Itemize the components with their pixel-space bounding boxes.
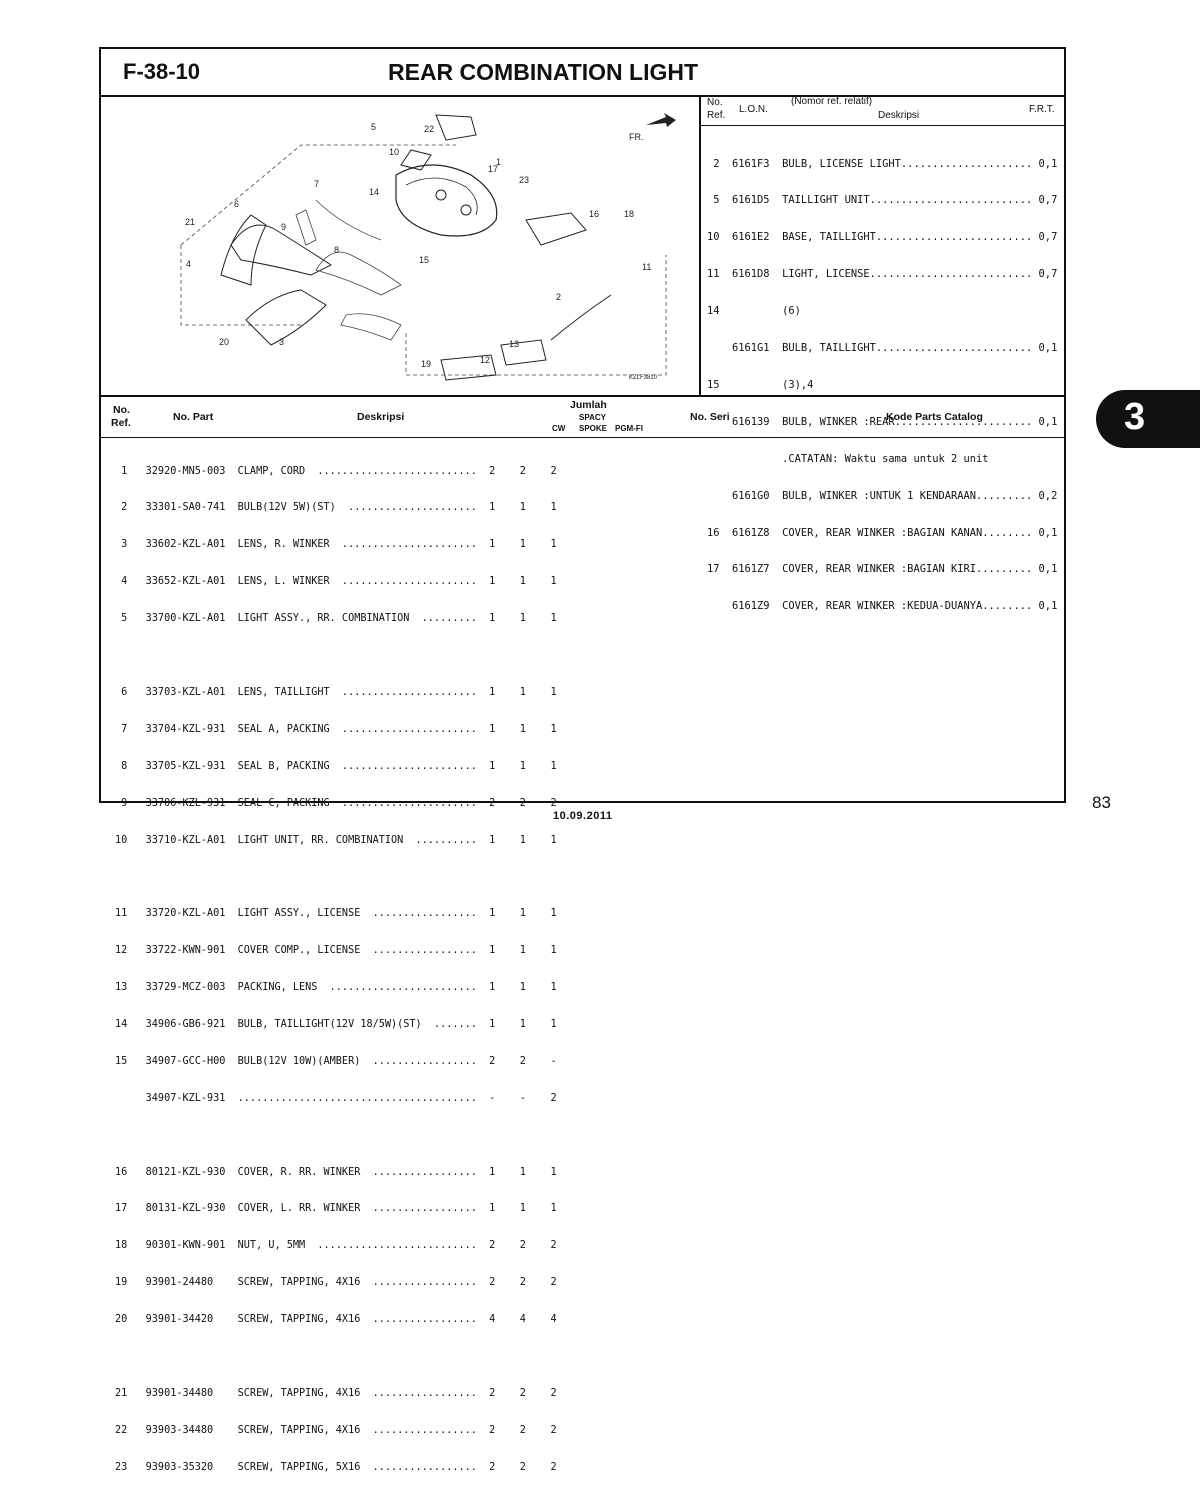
- callout-13: 13: [509, 339, 519, 349]
- callout-10: 10: [389, 147, 399, 157]
- parts-row: 15 34907-GCC-H00 BULB(12V 10W)(AMBER) ..…: [115, 1055, 557, 1067]
- callout-1: 1: [496, 157, 501, 167]
- frt-header-nomor: (Nomor ref. relatif): [791, 96, 873, 107]
- parts-row: 17 80131-KZL-930 COVER, L. RR. WINKER ..…: [115, 1203, 557, 1215]
- parts-row: 7 33704-KZL-931 SEAL A, PACKING ........…: [115, 723, 557, 735]
- parts-row: 22 93903-34480 SCREW, TAPPING, 4X16 ....…: [115, 1424, 557, 1436]
- parts-row: 3 33602-KZL-A01 LENS, R. WINKER ........…: [115, 539, 557, 551]
- parts-row: 13 33729-MCZ-003 PACKING, LENS .........…: [115, 982, 557, 994]
- parts-row: 5 33700-KZL-A01 LIGHT ASSY., RR. COMBINA…: [115, 613, 557, 625]
- parts-row: 16 80121-KZL-930 COVER, R. RR. WINKER ..…: [115, 1166, 557, 1178]
- parts-header-cw: CW: [552, 424, 566, 433]
- parts-row: 12 33722-KWN-901 COVER COMP., LICENSE ..…: [115, 945, 557, 957]
- parts-row: 14 34906-GB6-921 BULB, TAILLIGHT(12V 18/…: [115, 1018, 557, 1030]
- page-title: REAR COMBINATION LIGHT: [388, 59, 699, 85]
- parts-header-no: No.: [113, 404, 130, 416]
- figure-code: F-38-10: [123, 59, 201, 84]
- parts-header-deskripsi: Deskripsi: [357, 411, 405, 423]
- frt-line: 616139 BULB, WINKER :REAR...............…: [707, 415, 1058, 428]
- callout-22: 22: [424, 124, 434, 134]
- callout-18: 18: [624, 209, 634, 219]
- frt-table: No. Ref. L.O.N. (Nomor ref. relatif) Des…: [701, 95, 1064, 612]
- parts-row-gap: [115, 1130, 557, 1142]
- callout-2: 2: [556, 292, 561, 302]
- parts-row: 34907-KZL-931 ..........................…: [115, 1092, 557, 1104]
- callout-19: 19: [421, 359, 431, 369]
- exploded-diagram-drawing: FR. 1 2 3 4 5 6 7 8 9 10 11 12 13 14 15 …: [180, 113, 676, 381]
- frt-lines: 2 6161F3 BULB, LICENSE LIGHT............…: [707, 133, 1057, 637]
- parts-header-spoke: SPOKE: [579, 424, 608, 433]
- parts-header-jumlah: Jumlah: [570, 399, 607, 411]
- publication-date: 10.09.2011: [553, 810, 613, 822]
- callout-9: 9: [281, 222, 286, 232]
- parts-table-header: No. Ref. No. Part Deskripsi Jumlah SPACY…: [101, 395, 1064, 438]
- page-number: 83: [1092, 793, 1111, 812]
- callout-8: 8: [334, 245, 339, 255]
- title-row: F-38-10 REAR COMBINATION LIGHT: [101, 49, 1064, 97]
- parts-header-spacy: SPACY: [579, 413, 606, 422]
- parts-row: 10 33710-KZL-A01 LIGHT UNIT, RR. COMBINA…: [115, 834, 557, 846]
- frt-line: 5 6161D5 TAILLIGHT UNIT.................…: [707, 194, 1058, 207]
- frt-header-ref: Ref.: [707, 110, 726, 121]
- frt-line: 11 6161D8 LIGHT, LICENSE................…: [707, 268, 1058, 281]
- frt-header-frt: F.R.T.: [1029, 104, 1055, 115]
- callout-17: 17: [488, 164, 498, 174]
- callout-21: 21: [185, 217, 195, 227]
- parts-row: 8 33705-KZL-931 SEAL B, PACKING ........…: [115, 760, 557, 772]
- callout-15: 15: [419, 255, 429, 265]
- callout-3: 3: [279, 337, 284, 347]
- parts-row: 20 93901-34420 SCREW, TAPPING, 4X16 ....…: [115, 1314, 557, 1326]
- fr-direction-label: FR.: [629, 132, 644, 142]
- parts-row: 2 33301-SA0-741 BULB(12V 5W)(ST) .......…: [115, 502, 557, 514]
- callout-12: 12: [480, 355, 490, 365]
- callout-14: 14: [369, 187, 379, 197]
- frt-line: 6161Z9 COVER, REAR WINKER :KEDUA-DUANYA.…: [707, 600, 1058, 613]
- frt-line: 15 (3),4: [707, 378, 814, 391]
- parts-row: 23 93903-35320 SCREW, TAPPING, 5X16 ....…: [115, 1461, 557, 1473]
- frt-header-deskripsi: Deskripsi: [878, 110, 920, 121]
- parts-row: 4 33652-KZL-A01 LENS, L. WINKER ........…: [115, 576, 557, 588]
- callout-23: 23: [519, 175, 529, 185]
- frt-line: 17 6161Z7 COVER, REAR WINKER :BAGIAN KIR…: [707, 563, 1058, 576]
- callout-7: 7: [314, 179, 319, 189]
- frt-line: 6161G0 BULB, WINKER :UNTUK 1 KENDARAAN..…: [707, 489, 1058, 502]
- parts-header-ref: Ref.: [111, 417, 131, 429]
- frt-line: 6161G1 BULB, TAILLIGHT..................…: [707, 342, 1058, 355]
- callout-5: 5: [371, 122, 376, 132]
- callout-11: 11: [642, 262, 651, 272]
- frt-line: 10 6161E2 BASE, TAILLIGHT...............…: [707, 231, 1058, 244]
- catalog-frame: F-38-10 REAR COMBINATION LIGHT: [99, 47, 1066, 1473]
- frt-line: .CATATAN: Waktu sama untuk 2 unit: [707, 452, 989, 465]
- callout-6: 6: [234, 199, 239, 209]
- parts-header-pgmfi: PGM-FI: [615, 424, 643, 433]
- parts-row: 9 33706-KZL-931 SEAL C, PACKING ........…: [115, 797, 557, 809]
- parts-row: 21 93901-34480 SCREW, TAPPING, 4X16 ....…: [115, 1387, 557, 1399]
- frt-line: 2 6161F3 BULB, LICENSE LIGHT............…: [707, 157, 1058, 170]
- parts-row: 11 33720-KZL-A01 LIGHT ASSY., LICENSE ..…: [115, 908, 557, 920]
- frt-line: 14 (6): [707, 305, 801, 318]
- parts-table-body: 1 32920-MN5-003 CLAMP, CORD ............…: [115, 441, 557, 1499]
- parts-row-gap: [115, 650, 557, 662]
- frt-header: No. Ref. L.O.N. (Nomor ref. relatif) Des…: [701, 95, 1064, 126]
- frt-header-no: No.: [707, 97, 723, 108]
- parts-header-catalog: Kode Parts Catalog: [886, 411, 983, 423]
- diagram-code: KZLF3810: [629, 375, 658, 381]
- parts-header-seri: No. Seri: [690, 411, 730, 423]
- parts-row: 1 32920-MN5-003 CLAMP, CORD ............…: [115, 465, 557, 477]
- callout-20: 20: [219, 337, 229, 347]
- parts-row: 19 93901-24480 SCREW, TAPPING, 4X16 ....…: [115, 1277, 557, 1289]
- chapter-number: 3: [1124, 396, 1146, 438]
- parts-row-gap: [115, 871, 557, 883]
- parts-row: 6 33703-KZL-A01 LENS, TAILLIGHT ........…: [115, 686, 557, 698]
- callout-4: 4: [186, 259, 191, 269]
- parts-header-part: No. Part: [173, 411, 214, 423]
- frt-header-lon: L.O.N.: [739, 104, 768, 115]
- parts-row: 18 90301-KWN-901 NUT, U, 5MM ...........…: [115, 1240, 557, 1252]
- frt-line: 16 6161Z8 COVER, REAR WINKER :BAGIAN KAN…: [707, 526, 1058, 539]
- chapter-tab: 3: [1096, 390, 1200, 448]
- callout-16: 16: [589, 209, 599, 219]
- parts-row-gap: [115, 1351, 557, 1363]
- exploded-diagram: FR. 1 2 3 4 5 6 7 8 9 10 11 12 13 14 15 …: [101, 95, 701, 395]
